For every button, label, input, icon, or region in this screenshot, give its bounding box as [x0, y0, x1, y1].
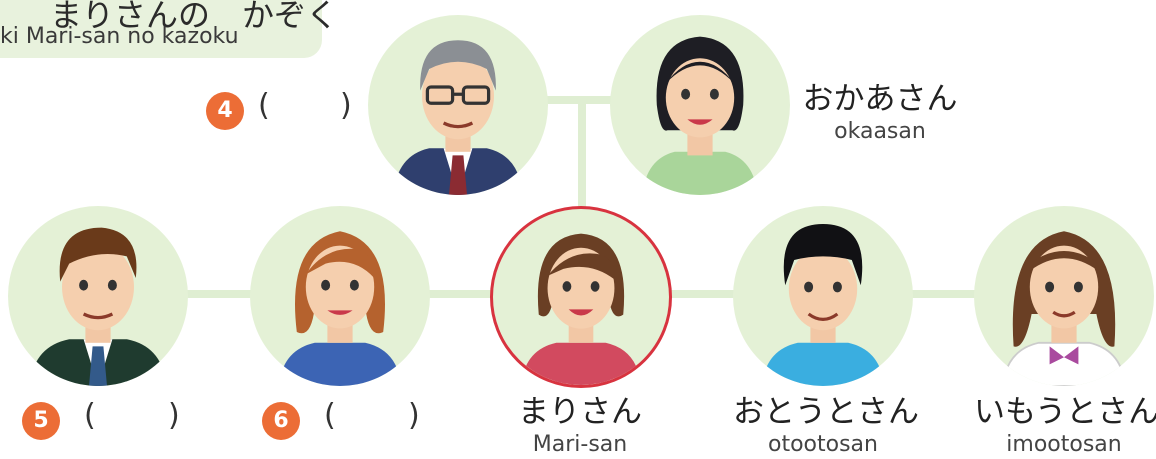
title-japanese: まりさんの かぞく — [50, 0, 339, 34]
younger-brother-label-romaji: otootosan — [768, 432, 878, 457]
father-portrait — [368, 15, 548, 195]
title-romaji: ki Mari-san no kazoku — [0, 24, 239, 49]
mari-label: まりさん Mari-san — [500, 393, 660, 459]
mother-portrait — [610, 15, 790, 195]
parents-to-children-connector — [578, 96, 586, 216]
younger-brother-portrait — [733, 206, 913, 386]
older-sister-number-badge: 6 — [262, 402, 300, 440]
father-paren-close: ) — [340, 88, 352, 123]
older-sister-paren-open: ( — [324, 398, 336, 433]
younger-sister-label-jp: いもうとさん — [974, 394, 1156, 430]
mother-label-romaji: okaasan — [834, 119, 926, 144]
older-sister-paren-close: ) — [408, 398, 420, 433]
mari-label-jp: まりさん — [518, 394, 642, 430]
older-brother-paren-open: ( — [84, 398, 96, 433]
older-sister-portrait — [250, 206, 430, 386]
older-brother-paren-close: ) — [168, 398, 180, 433]
younger-brother-label: おとうとさん otootosan — [733, 393, 919, 459]
father-number-badge: 4 — [206, 92, 244, 130]
older-brother-number-badge: 5 — [22, 402, 60, 440]
title-box: まりさんの かぞく ki Mari-san no kazoku — [0, 0, 338, 58]
mari-portrait — [490, 206, 672, 388]
mother-label: おかあさん okaasan — [800, 80, 960, 146]
younger-sister-label: いもうとさん imootosan — [974, 393, 1156, 459]
younger-sister-label-romaji: imootosan — [1006, 432, 1122, 457]
older-brother-portrait — [8, 206, 188, 386]
mother-label-jp: おかあさん — [802, 81, 958, 117]
mari-label-romaji: Mari-san — [532, 432, 628, 457]
younger-sister-portrait — [974, 206, 1154, 386]
father-paren-open: ( — [258, 88, 270, 123]
younger-brother-label-jp: おとうとさん — [733, 394, 919, 430]
